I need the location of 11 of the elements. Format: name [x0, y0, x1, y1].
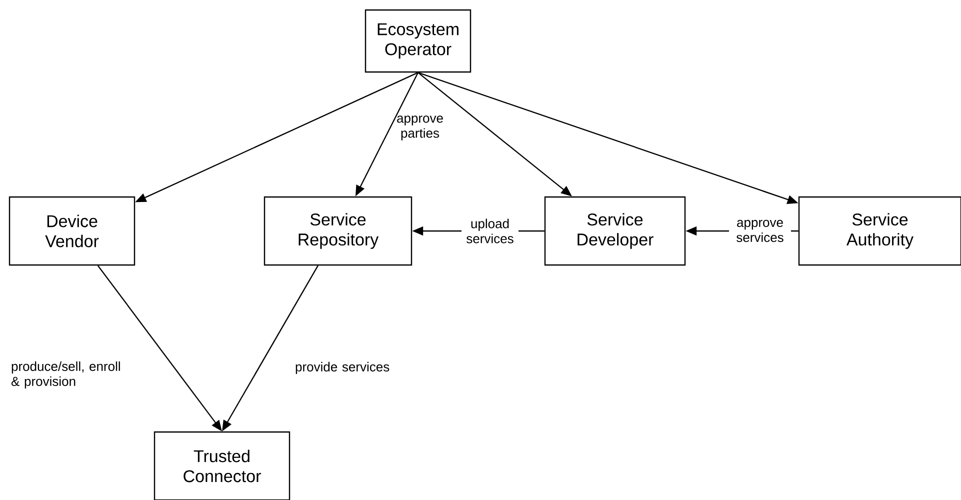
process-box: Service Authority [798, 196, 961, 266]
process-box: Service Repository [264, 196, 412, 266]
edge-label: approve services [729, 218, 791, 244]
edge-label: approve parties [397, 116, 443, 140]
process-box: Ecosystem Operator [364, 9, 472, 73]
process-box: Service Developer [544, 196, 686, 266]
edge-label: upload services [462, 218, 518, 244]
edge-label: produce/sell, enroll & provision [11, 361, 120, 389]
edge-label: provide services [296, 362, 390, 374]
process-box: Device Vendor [8, 196, 136, 266]
process-box: Trusted Connector [154, 431, 290, 500]
